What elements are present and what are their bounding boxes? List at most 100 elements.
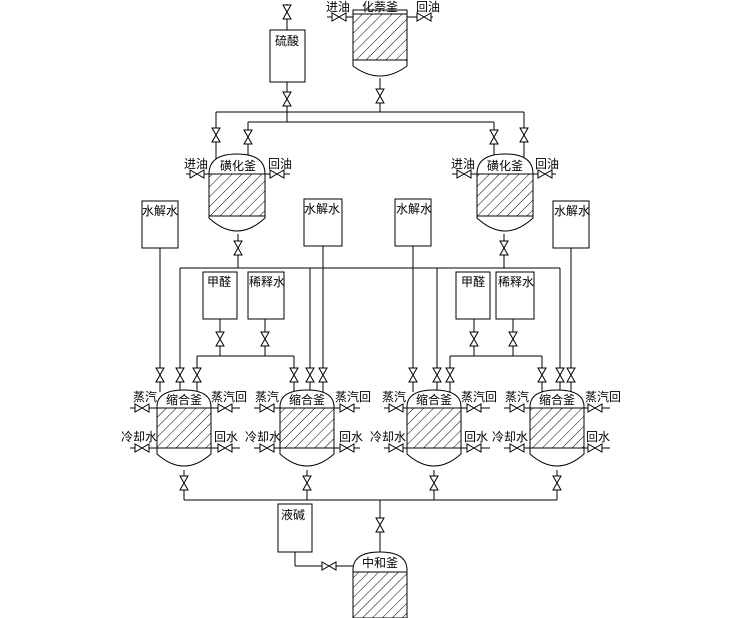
return-water-label-3: 回水: [464, 430, 488, 444]
valve: [552, 475, 562, 491]
pipe-network: [130, 4, 610, 567]
valve: [243, 129, 253, 145]
condensation-kettle-3: [406, 389, 462, 467]
valve: [466, 443, 482, 453]
hydrolysis-water-tank-2: [303, 198, 343, 247]
dilution-water-label-2: 稀释水: [498, 275, 534, 289]
cooling-water-label-2: 冷却水: [245, 430, 281, 444]
valve: [339, 403, 355, 413]
oil-return-label-top: 回油: [416, 0, 440, 14]
steam-return-label-1: 蒸汽回: [211, 389, 247, 404]
sulfuric-acid-tank: [269, 29, 306, 83]
valve: [211, 127, 221, 143]
valve: [217, 403, 233, 413]
steam-return-label-3: 蒸汽回: [461, 389, 497, 404]
valves: [134, 4, 603, 571]
valve: [175, 367, 185, 383]
liquid-alkali-tank: [277, 503, 313, 553]
hydrolysis-water-tank-4: [552, 200, 590, 249]
dilution-water-tank-2: [495, 271, 535, 320]
oil-return-label-1: 回油: [268, 157, 292, 171]
steam-label-3: 蒸汽: [382, 389, 406, 404]
neutralization-kettle-label: 中和釜: [362, 555, 398, 570]
valve: [318, 367, 328, 383]
valve: [134, 403, 150, 413]
valve: [321, 561, 337, 571]
naphthalene-kettle-label: 化萘釜: [362, 0, 398, 14]
oil-in-label-2: 进油: [451, 157, 475, 171]
sulfonation-kettle-1: [208, 153, 266, 232]
valve: [289, 367, 299, 383]
return-water-label-1: 回水: [214, 430, 238, 444]
valve: [519, 127, 529, 143]
condensation-kettle-label-4: 缩合釜: [539, 392, 575, 407]
oil-return-label-2: 回油: [535, 157, 559, 171]
condensation-kettle-label-2: 缩合釜: [289, 392, 325, 407]
condensation-kettle-4: [529, 389, 585, 467]
condensation-kettle-label-3: 缩合釜: [416, 392, 452, 407]
valve: [215, 331, 225, 347]
valve: [432, 367, 442, 383]
valve: [509, 403, 525, 413]
valve: [509, 443, 525, 453]
hydrolysis-water-label-3: 水解水: [396, 202, 432, 216]
sulfuric-acid-label: 硫酸: [275, 33, 299, 48]
valve: [189, 169, 205, 179]
valve: [192, 367, 202, 383]
valve: [260, 331, 270, 347]
valve: [155, 367, 165, 383]
valve: [445, 367, 455, 383]
valve: [469, 331, 479, 347]
valve: [302, 475, 312, 491]
steam-label-4: 蒸汽: [505, 389, 529, 404]
hydrolysis-water-tank-3: [394, 198, 432, 247]
dilution-water-label-1: 稀释水: [249, 275, 285, 289]
valve: [456, 169, 472, 179]
formaldehyde-tank-2: [455, 271, 491, 320]
formaldehyde-label-1: 甲醛: [207, 274, 231, 289]
valve: [408, 367, 418, 383]
valve: [388, 403, 404, 413]
valve: [134, 443, 150, 453]
cooling-water-label-1: 冷却水: [121, 430, 157, 444]
steam-label-2: 蒸汽: [255, 389, 279, 404]
naphthalene-kettle: [352, 9, 408, 77]
oil-in-label-top: 进油: [326, 0, 350, 14]
sulfonation-kettle-2: [476, 153, 534, 232]
valve: [375, 517, 385, 533]
oil-in-label-1: 进油: [184, 157, 208, 171]
condensation-kettle-label-1: 缩合釜: [166, 392, 202, 407]
valve: [429, 475, 439, 491]
valve: [388, 443, 404, 453]
formaldehyde-tank-1: [202, 271, 238, 320]
steam-label-1: 蒸汽: [133, 389, 157, 404]
valve: [537, 169, 553, 179]
valve: [587, 443, 603, 453]
valve: [282, 91, 292, 107]
sulfonation-kettle-label-2: 磺化釜: [487, 158, 523, 173]
steam-return-label-2: 蒸汽回: [335, 389, 371, 404]
hydrolysis-water-label-2: 水解水: [304, 202, 340, 216]
valve: [331, 12, 347, 22]
steam-return-label-4: 蒸汽回: [585, 389, 621, 404]
condensation-kettle-2: [279, 389, 335, 467]
valve: [282, 4, 292, 20]
valve: [259, 403, 275, 413]
valve: [566, 367, 576, 383]
dilution-water-tank-1: [247, 271, 285, 320]
hydrolysis-water-tank-1: [141, 200, 179, 249]
valve: [489, 129, 499, 145]
return-water-label-2: 回水: [339, 430, 363, 444]
valve: [179, 475, 189, 491]
cooling-water-label-3: 冷却水: [370, 430, 406, 444]
liquid-alkali-label: 液碱: [281, 507, 305, 522]
formaldehyde-label-2: 甲醛: [461, 274, 485, 289]
valve: [233, 240, 243, 256]
valve: [555, 367, 565, 383]
valve: [416, 12, 432, 22]
valve: [269, 169, 285, 179]
valve: [259, 443, 275, 453]
condensation-kettle-1: [156, 389, 212, 467]
valve: [339, 443, 355, 453]
